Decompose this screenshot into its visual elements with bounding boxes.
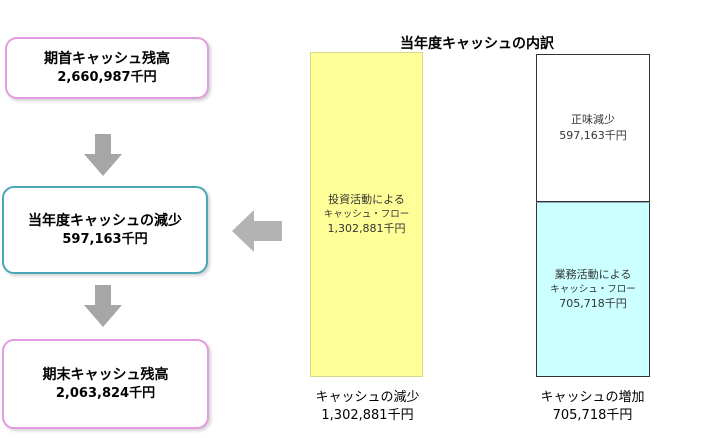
- operating-sublabel: キャッシュ・フロー: [550, 283, 636, 295]
- investing-cash-flow-bar: 投資活動による キャッシュ・フロー 1,302,881千円: [310, 52, 423, 377]
- increase-caption-amount: 705,718千円: [552, 407, 633, 423]
- decrease-caption-amount: 1,302,881千円: [321, 407, 414, 423]
- closing-balance-box: 期末キャッシュ残高 2,063,824千円: [2, 339, 209, 429]
- closing-balance-amount: 2,063,824千円: [55, 385, 156, 401]
- net-decrease-amount: 597,163千円: [559, 129, 627, 142]
- operating-amount: 705,718千円: [559, 297, 627, 311]
- investing-amount: 1,302,881千円: [327, 222, 406, 236]
- down-arrow-icon: [84, 285, 122, 327]
- left-arrow-icon: [232, 210, 282, 252]
- opening-balance-amount: 2,660,987千円: [57, 69, 157, 85]
- investing-sublabel: キャッシュ・フロー: [323, 208, 410, 220]
- operating-label: 業務活動による: [554, 267, 632, 281]
- current-year-decrease-title: 当年度キャッシュの減少: [28, 212, 182, 229]
- decrease-caption: キャッシュの減少 1,302,881千円: [300, 389, 435, 424]
- closing-balance-title: 期末キャッシュ残高: [42, 366, 169, 383]
- decrease-caption-title: キャッシュの減少: [315, 390, 420, 405]
- down-arrow-icon: [84, 134, 122, 176]
- opening-balance-box: 期首キャッシュ残高 2,660,987千円: [5, 37, 209, 99]
- net-decrease-segment: 正味減少 597,163千円: [536, 54, 650, 202]
- opening-balance-title: 期首キャッシュ残高: [44, 50, 170, 67]
- chart-title: 当年度キャッシュの内訳: [400, 36, 554, 52]
- current-year-decrease-amount: 597,163千円: [62, 231, 148, 247]
- current-year-decrease-box: 当年度キャッシュの減少 597,163千円: [2, 186, 208, 274]
- net-decrease-label: 正味減少: [571, 113, 615, 127]
- increase-caption-title: キャッシュの増加: [540, 390, 645, 405]
- investing-label: 投資活動による: [328, 192, 405, 206]
- increase-caption: キャッシュの増加 705,718千円: [525, 389, 660, 424]
- operating-cash-flow-segment: 業務活動による キャッシュ・フロー 705,718千円: [536, 202, 650, 377]
